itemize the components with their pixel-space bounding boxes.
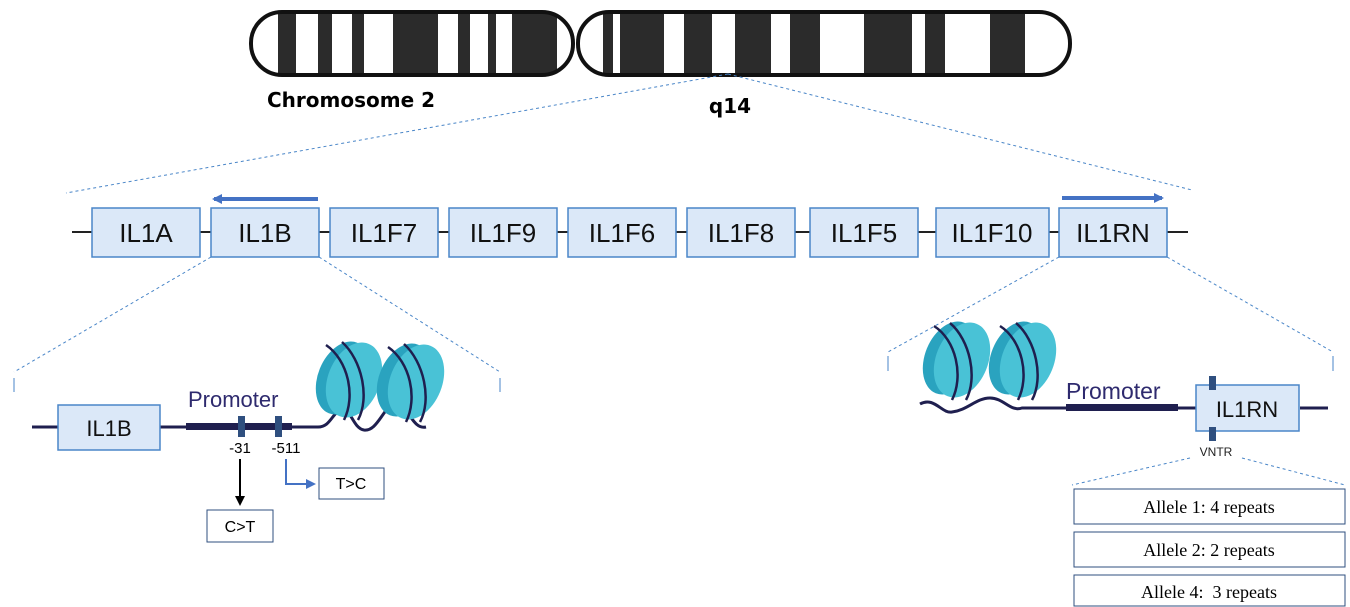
snp-31-change: C>T	[225, 519, 256, 536]
svg-text:IL1F9: IL1F9	[470, 218, 537, 248]
svg-text:IL1F5: IL1F5	[831, 218, 898, 248]
gene-box-il1f9: IL1F9	[448, 207, 558, 258]
svg-text:IL1RN: IL1RN	[1076, 218, 1150, 248]
il1b-nucleosome-1	[315, 341, 383, 421]
zoom-lines-vntr	[1071, 457, 1346, 486]
gene-box-il1f6: IL1F6	[567, 207, 677, 258]
vntr-marker-bottom	[1209, 427, 1216, 441]
snp-position-31: -31	[229, 440, 251, 457]
snp-511-arrow	[285, 459, 316, 489]
il1rn-promoter-region	[1066, 404, 1178, 411]
chromosome-p-arm	[251, 12, 573, 75]
allele-item: Allele 4: 3 repeats	[1141, 582, 1277, 602]
gene-box-il1f5: IL1F5	[809, 207, 919, 258]
band-label: q14	[709, 94, 751, 118]
gene-box-il1f7: IL1F7	[329, 207, 439, 258]
snp-marker-511	[275, 416, 282, 437]
gene-box-il1rn: IL1RN	[1058, 207, 1168, 258]
il1b-promoter-label: Promoter	[188, 387, 278, 412]
il1rn-promoter-label: Promoter	[1066, 378, 1161, 404]
chromosome-ideogram	[249, 10, 1072, 77]
svg-text:IL1F8: IL1F8	[708, 218, 775, 248]
svg-text:IL1B: IL1B	[238, 218, 292, 248]
svg-text:IL1A: IL1A	[119, 218, 173, 248]
snp-511-change: T>C	[336, 476, 367, 493]
allele-item: Allele 2: 2 repeats	[1143, 540, 1274, 560]
gene-box-il1b: IL1B	[210, 207, 320, 258]
zoom-lines-il1b	[13, 256, 501, 392]
zoom-lines-band	[65, 73, 1193, 194]
allele-list: Allele 1: 4 repeats Allele 2: 2 repeats …	[1073, 488, 1346, 607]
allele-item: Allele 1: 4 repeats	[1143, 497, 1274, 517]
gene-box-il1f10: IL1F10	[935, 207, 1050, 258]
gene-box-il1a: IL1A	[91, 207, 201, 258]
il1rn-dna-strand	[919, 396, 1328, 414]
zoom-lines-il1rn	[887, 256, 1334, 371]
svg-text:IL1F10: IL1F10	[952, 218, 1033, 248]
il1b-detail-gene-label: IL1B	[86, 416, 131, 441]
vntr-marker-top	[1209, 376, 1216, 390]
chromosome-q-arm	[578, 12, 1070, 75]
il1rn-detail-gene-label: IL1RN	[1216, 397, 1278, 422]
gene-cluster: IL1A IL1B IL1F7 IL1F9 IL1F6 IL1F8 IL1F5	[91, 207, 1168, 258]
il1rn-detail: Promoter IL1RN VNTR Allele 1: 4 repeats …	[919, 321, 1346, 607]
il1b-detail: Promoter IL1B -31 -511 C>T T>C	[32, 341, 445, 543]
svg-text:IL1F7: IL1F7	[351, 218, 418, 248]
gene-box-il1f8: IL1F8	[686, 207, 796, 258]
svg-text:IL1F6: IL1F6	[589, 218, 656, 248]
il1rn-nucleosome-2	[988, 321, 1057, 401]
chromosome-label: Chromosome 2	[267, 88, 435, 112]
vntr-label: VNTR	[1200, 445, 1233, 459]
il1b-nucleosome-2	[376, 343, 445, 423]
il1rn-nucleosome-1	[922, 321, 991, 401]
snp-position-511: -511	[272, 440, 301, 457]
snp-marker-31	[238, 416, 245, 437]
